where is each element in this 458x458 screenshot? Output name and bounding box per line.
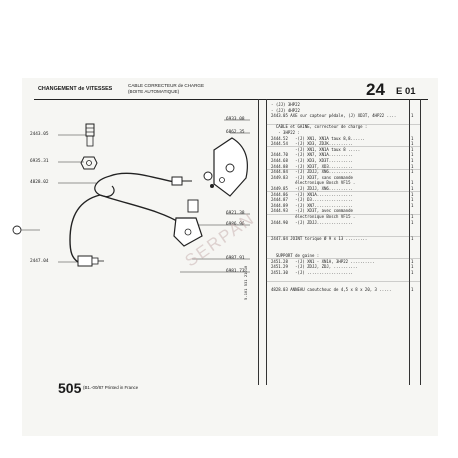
parts-list-quantity: 1 bbox=[411, 141, 414, 147]
part-label-6862-35: 6862.35 bbox=[226, 130, 245, 135]
cable-sheath bbox=[99, 194, 183, 225]
parts-list-quantity: 1 bbox=[411, 258, 414, 264]
page-subtitle: CABLE CORRECTEUR de CHARGE (BOITE AUTOMA… bbox=[128, 83, 204, 95]
row-rule bbox=[266, 123, 420, 125]
parts-list-line: 2444.88 -(J) XD3T, XD3.......... bbox=[271, 163, 353, 169]
parts-list-quantity: 1 bbox=[411, 236, 414, 242]
washer-part bbox=[203, 171, 213, 181]
row-rule bbox=[266, 235, 420, 237]
page-title: CHANGEMENT de VITESSES bbox=[38, 86, 113, 92]
part-label-4828-02: 4828.02 bbox=[30, 180, 49, 185]
parts-list-line: 2449.85 -(J) ZDJJ, XN6.......... bbox=[271, 186, 353, 191]
header-rule bbox=[34, 99, 428, 100]
parts-list-line: électronique Bosch VF15 . bbox=[271, 180, 356, 186]
parts-list-quantity: 1 bbox=[411, 286, 414, 292]
nut-part bbox=[80, 156, 98, 170]
parts-list-line: 2451.29 -(J) ZDJJ, ZDJ, .......... bbox=[271, 264, 358, 270]
parts-list-line: 2444.93 -(J) XD3T, avec commande bbox=[271, 208, 353, 214]
parts-list-line: - (JJ) 4HP22 bbox=[271, 107, 300, 113]
row-rule bbox=[266, 191, 420, 193]
parts-list-quantity: 1 bbox=[411, 135, 414, 141]
parts-list-quantity: 1 bbox=[411, 186, 414, 191]
parts-list-quantity: 1 bbox=[411, 163, 414, 169]
parts-list-line: 2444.68 -(J) XD3, XD3T.......... bbox=[271, 158, 353, 163]
parts-list-quantity: 1 bbox=[411, 169, 414, 175]
parts-list-line: 2449.83 -(J) XD3T, sans commande bbox=[271, 174, 353, 180]
cable-upper bbox=[109, 172, 176, 183]
column-divider-left bbox=[258, 99, 259, 385]
print-note: (B1.-00/87 Printed in France bbox=[83, 385, 139, 390]
parts-list-line: 2444.89 -(J) XN7................ bbox=[271, 202, 353, 208]
cable-lower bbox=[69, 194, 101, 263]
column-divider-right bbox=[420, 99, 421, 385]
parts-list-line: -(J) XN1, XN1A taux 8 ..... bbox=[271, 146, 361, 152]
column-divider-qty bbox=[409, 99, 410, 385]
side-reference-code: 5.101 531 21010 bbox=[243, 265, 248, 300]
row-rule bbox=[266, 258, 420, 260]
subtitle-line-1: CABLE CORRECTEUR de CHARGE bbox=[128, 83, 205, 88]
pin-part bbox=[210, 184, 214, 188]
parts-list-line: 2444.70 -(J) XN7, XN1A.......... bbox=[271, 152, 353, 158]
sheath-support-part bbox=[173, 199, 203, 247]
part-label-6986-96: 6986.96 bbox=[226, 222, 245, 227]
catalogue-number: 505 bbox=[58, 380, 82, 396]
cable-loop bbox=[94, 175, 115, 198]
parts-list-quantity: 1 bbox=[411, 152, 414, 158]
parts-list-line: 4828.03 ANNEAU caoutchouc de 4,5 x 8 x 2… bbox=[271, 286, 392, 292]
parts-list-line: 2444.90 -(J) ZDJJ............... bbox=[271, 219, 353, 225]
parts-list-line: 2447.04 JOINT torique Ø 9 x 13 ......... bbox=[271, 236, 368, 242]
column-divider-middle bbox=[266, 99, 267, 385]
parts-list-line: 2443.05 AXE sur capteur pédale, (J) XD3T… bbox=[271, 113, 397, 119]
sensor-cam-part bbox=[213, 137, 248, 197]
part-label-6987-91: 6987.91 bbox=[226, 256, 245, 261]
ferrule-part bbox=[171, 176, 183, 186]
parts-list-line: 2444.84 -(J) ZDJJ, XN6.......... bbox=[271, 169, 353, 175]
part-label-6921-38: 6921.38 bbox=[226, 211, 245, 216]
row-rule bbox=[266, 168, 420, 170]
parts-list-line: 2444.52 -(J) XN1, XN1A taux 8,8...... bbox=[271, 135, 365, 141]
subtitle-line-2: (BOITE AUTOMATIQUE) bbox=[128, 89, 180, 94]
parts-list-quantity: 1 bbox=[411, 191, 414, 197]
parts-list-line: - (JJ) 3HP22 bbox=[271, 102, 300, 107]
parts-list-line: 2451.30 -(J) ................... bbox=[271, 270, 353, 275]
reference-marker bbox=[12, 225, 22, 235]
row-rule bbox=[266, 213, 420, 215]
parts-list-quantity: 1 bbox=[411, 264, 414, 270]
part-label-6981-73: 6981.73 bbox=[226, 269, 245, 274]
parts-list-line: 2444.87 -(J) D3................. bbox=[271, 197, 353, 203]
bolt-part bbox=[85, 123, 95, 147]
part-label-6935-31: 6935.31 bbox=[30, 159, 49, 164]
parts-list-quantity: 1 bbox=[411, 180, 414, 186]
part-label-6933-08: 6933.08 bbox=[226, 117, 245, 122]
parts-list-quantity: 1 bbox=[411, 219, 414, 225]
part-label-2447-04: 2447.04 bbox=[30, 259, 49, 264]
parts-list-line: 2444.54 -(J) XD3, ZDJK.......... bbox=[271, 141, 353, 147]
parts-list-line: CABLE et GAINE, correcteur de charge : bbox=[271, 124, 368, 130]
parts-list-line: 2451.28 -(J) XN1 - XN1A, 3HP22 .........… bbox=[271, 258, 375, 264]
parts-list-quantity: 1 bbox=[411, 146, 414, 152]
parts-list-quantity: 1 bbox=[411, 202, 414, 208]
part-label-2443-05: 2443.05 bbox=[30, 132, 49, 137]
row-rule bbox=[266, 280, 420, 282]
parts-list-quantity: 1 bbox=[411, 214, 414, 219]
page-number: 24 bbox=[366, 80, 385, 99]
parts-list-quantity: 1 bbox=[411, 113, 414, 119]
parts-list-line: 2444.86 -(J) XN1A............... bbox=[271, 191, 353, 197]
parts-list-line: électronique Bosch VF15 . bbox=[271, 214, 356, 219]
row-rule bbox=[266, 146, 420, 148]
parts-list-quantity: 1 bbox=[411, 270, 414, 275]
cable-end-part bbox=[77, 255, 104, 267]
page-reference: E 01 bbox=[396, 86, 416, 97]
parts-list-quantity: 1 bbox=[411, 158, 414, 163]
parts-list-line: SUPPORT de gaine : bbox=[271, 253, 320, 259]
parts-list-line: - 3HP22 : bbox=[271, 130, 300, 135]
parts-list-quantity: 1 bbox=[411, 197, 414, 203]
